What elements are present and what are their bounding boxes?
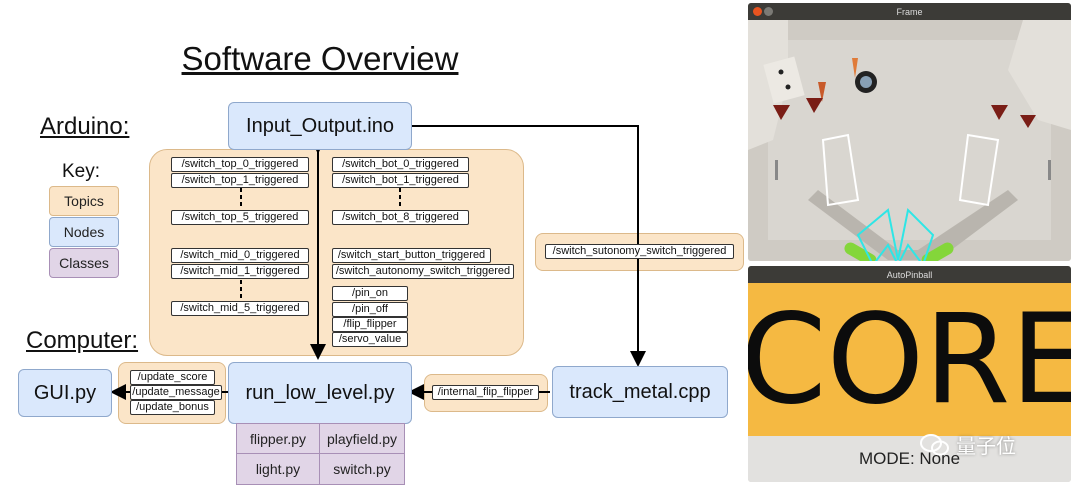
node-track-metal: track_metal.cpp [552, 366, 728, 418]
topic-switch-mid-5: /switch_mid_5_triggered [171, 301, 309, 316]
mode-text: MODE: None [858, 449, 961, 468]
key-topics: Topics [49, 186, 119, 216]
node-input-output: Input_Output.ino [228, 102, 412, 150]
diagram-title: Software Overview [181, 40, 459, 77]
topic-pin-on: /pin_on [332, 286, 408, 301]
class-flipper: flipper.py [236, 423, 320, 454]
topic-pin-off: /pin_off [332, 302, 408, 317]
frame-titlebar: Frame [748, 3, 1071, 20]
class-playfield: playfield.py [319, 423, 405, 454]
topic-switch-autonomy-switch: /switch_autonomy_switch_triggered [332, 264, 514, 279]
key-label: Key: [62, 161, 101, 182]
section-arduino: Arduino: [40, 113, 130, 140]
autopinball-window: AutoPinball CORE: MODE: None [748, 266, 1071, 482]
watermark: 量子位 [920, 430, 1016, 459]
node-gui: GUI.py [18, 369, 112, 417]
autopinball-title: AutoPinball [886, 269, 933, 280]
topic-internal-flip-flipper: /internal_flip_flipper [432, 385, 539, 400]
topic-switch-top-0: /switch_top_0_triggered [171, 157, 309, 172]
mode-panel: MODE: None [748, 436, 1071, 482]
close-icon[interactable] [753, 7, 762, 16]
section-computer: Computer: [26, 327, 139, 354]
topic-switch-mid-1: /switch_mid_1_triggered [171, 264, 309, 279]
topic-switch-bot-1: /switch_bot_1_triggered [332, 173, 469, 188]
frame-window: Frame [748, 3, 1071, 261]
topic-switch-bot-0: /switch_bot_0_triggered [332, 157, 469, 172]
topic-switch-top-5: /switch_top_5_triggered [171, 210, 309, 225]
topic-switch-mid-0: /switch_mid_0_triggered [171, 248, 309, 263]
frame-title: Frame [896, 6, 923, 17]
topic-switch-bot-8: /switch_bot_8_triggered [332, 210, 469, 225]
topic-switch-top-1: /switch_top_1_triggered [171, 173, 309, 188]
topic-servo-value: /servo_value [332, 332, 408, 347]
key-classes: Classes [49, 248, 119, 278]
class-switch: switch.py [319, 453, 405, 485]
pinball-camera-view [748, 20, 1071, 261]
arrow-io-trackmetal [412, 125, 646, 367]
watermark-text: 量子位 [956, 436, 1016, 458]
topic-update-message: /update_message [130, 385, 222, 400]
class-light: light.py [236, 453, 320, 485]
topic-update-score: /update_score [130, 370, 215, 385]
score-text: CORE: [748, 288, 1071, 432]
node-run-low-level: run_low_level.py [228, 362, 412, 424]
wechat-icon [920, 433, 949, 455]
topic-switch-start-button: /switch_start_button_triggered [332, 248, 491, 263]
minimize-icon[interactable] [764, 7, 773, 16]
topic-switch-sutonomy: /switch_sutonomy_switch_triggered [545, 244, 734, 259]
topic-update-bonus: /update_bonus [130, 400, 215, 415]
topic-flip-flipper: /flip_flipper [332, 317, 408, 332]
score-panel: CORE: [748, 283, 1071, 436]
autopinball-titlebar: AutoPinball [748, 266, 1071, 283]
key-nodes: Nodes [49, 217, 119, 247]
